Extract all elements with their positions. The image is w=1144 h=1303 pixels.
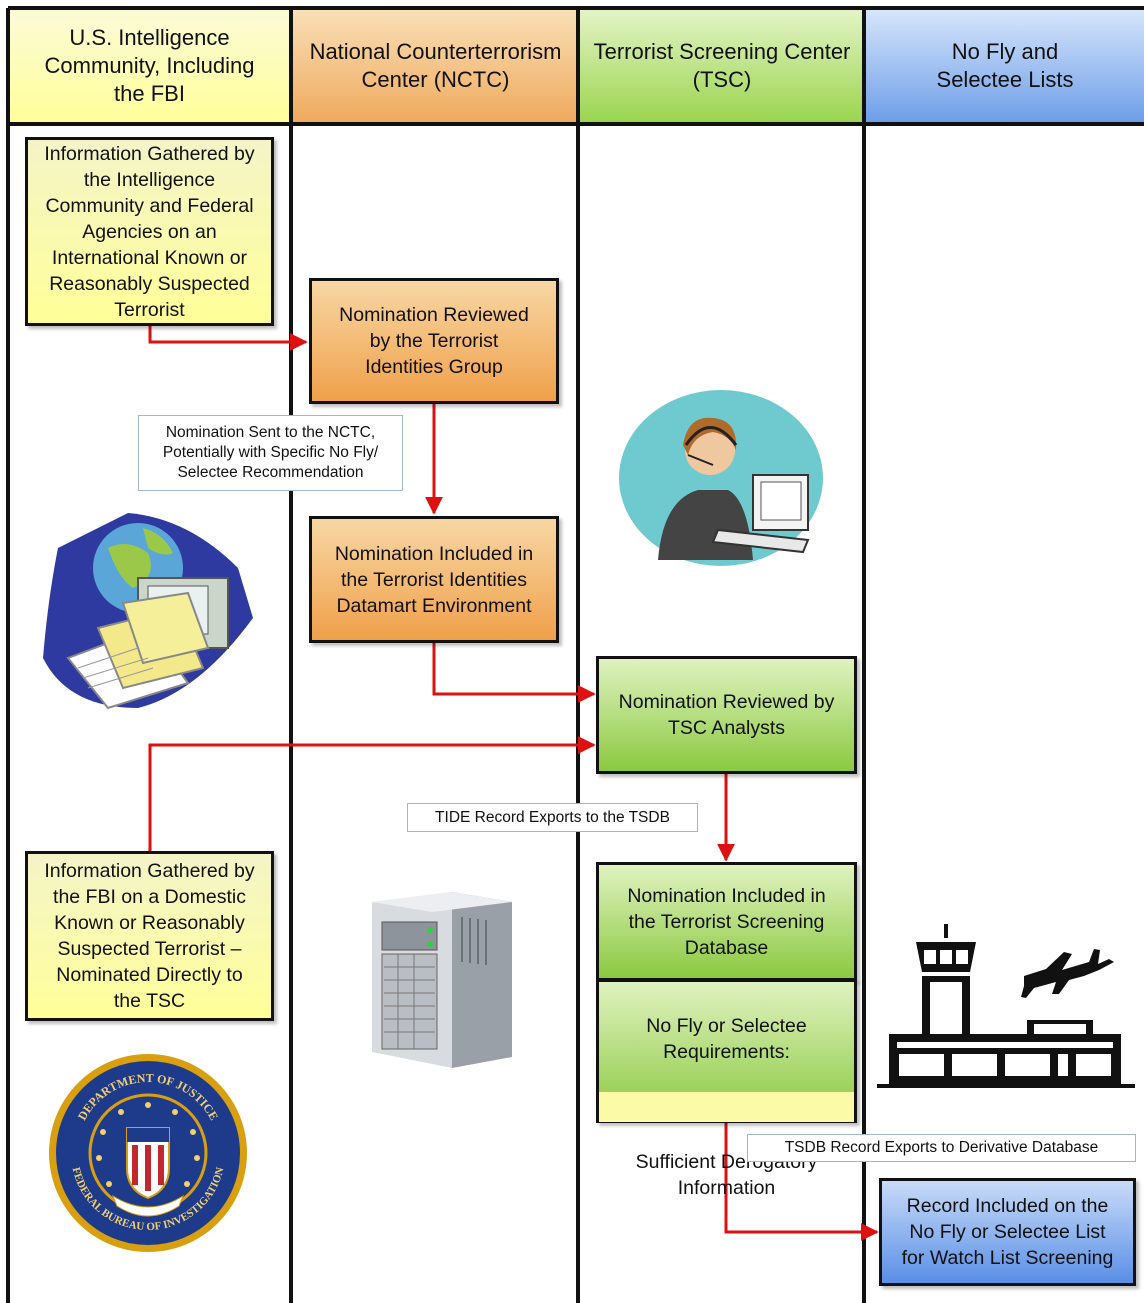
lane-divider-3: [862, 8, 866, 1303]
list-record-box: Record Included on the No Fly or Selecte…: [879, 1178, 1136, 1286]
requirements-box: No Fly or Selectee Requirements: Suffici…: [596, 979, 857, 1199]
lane-divider-2: [576, 8, 580, 1303]
server-icon: [372, 892, 512, 1068]
arrow-intel-to-tig: [148, 325, 308, 351]
tsc-review-box: Nomination Reviewed by TSC Analysts: [596, 656, 857, 774]
globe-documents-icon: [43, 513, 253, 710]
lane-divider-1: [289, 8, 293, 1303]
requirements-detail: Sufficient Derogatory Information: [635, 1151, 818, 1199]
arrow-fbi-to-tsc: [148, 736, 596, 852]
arrow-tsdb-to-list: [724, 1122, 879, 1241]
fbi-seal-icon: DEPARTMENT OF JUSTICE FEDERAL BUREAU OF …: [49, 1054, 247, 1252]
lane-header-no-fly: No Fly and Selectee Lists: [866, 8, 1144, 124]
operator-headset-icon: [619, 390, 823, 566]
tide-included-box: Nomination Included in the Terrorist Ide…: [309, 516, 559, 643]
airport-icon: [877, 924, 1135, 1088]
intel-info-box: Information Gathered by the Intelligence…: [25, 137, 274, 326]
tsdb-included-box: Nomination Included in the Terrorist Scr…: [596, 862, 857, 981]
arrow-tide-to-tsc: [432, 642, 596, 703]
lane-header-intelligence: U.S. Intelligence Community, Including t…: [8, 8, 291, 124]
lane-header-tsc: Terrorist Screening Center (TSC): [580, 8, 864, 124]
nctc-sent-note: Nomination Sent to the NCTC, Potentially…: [138, 415, 403, 491]
tide-export-note: TIDE Record Exports to the TSDB: [407, 803, 698, 832]
tsdb-export-note: TSDB Record Exports to Derivative Databa…: [747, 1134, 1136, 1162]
requirements-highlight: [599, 1092, 854, 1122]
fbi-info-box: Information Gathered by the FBI on a Dom…: [25, 851, 274, 1021]
requirements-title: No Fly or Selectee Requirements:: [646, 1015, 807, 1063]
tig-review-box: Nomination Reviewed by the Terrorist Ide…: [309, 278, 559, 404]
lane-border-left: [6, 8, 10, 1303]
lane-header-nctc: National Counterterrorism Center (NCTC): [293, 8, 578, 124]
